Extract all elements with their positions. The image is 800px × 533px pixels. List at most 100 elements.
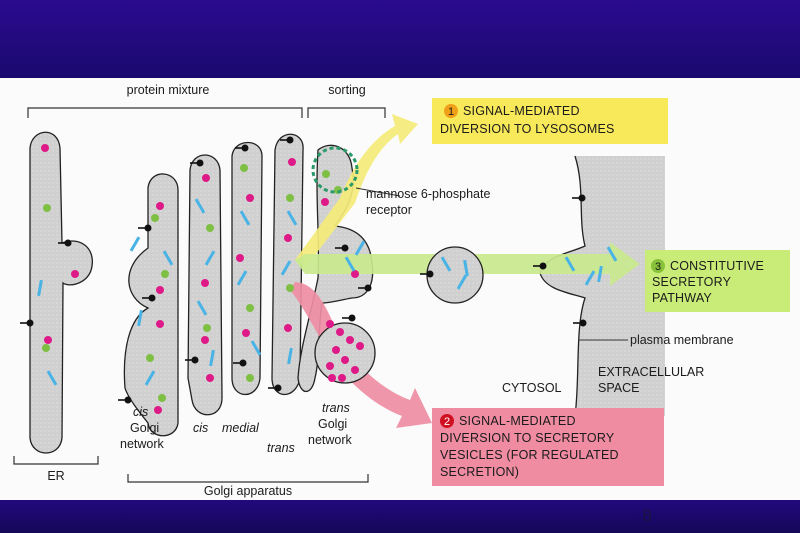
er-bracket [13,456,99,465]
magenta-cargo-dot [351,366,359,374]
protein-sorting-figure: protein mixture sorting mannose 6-phosph… [0,78,800,500]
magenta-cargo-dot [328,374,336,382]
cargo-rod [564,256,576,272]
cargo-rod [209,349,215,367]
pathway-2-line-1: SIGNAL-MEDIATED [459,414,576,428]
cargo-rod [250,340,262,356]
cargo-rod [286,210,298,226]
membrane-protein [539,262,547,270]
cargo-rod [584,270,596,286]
green-cargo-dot [42,344,50,352]
cargo-rod [456,274,468,290]
constitutive-vesicle [426,246,484,304]
magenta-cargo-dot [288,158,296,166]
green-cargo-dot [286,284,294,292]
cargo-rod [46,370,58,386]
receptor-coat [311,146,359,194]
cytosol-label: CYTOSOL [502,381,562,395]
membrane-protein [26,319,34,327]
pathway-3-number-badge [651,259,665,273]
er-cisterna [29,131,93,454]
magenta-cargo-dot [44,336,52,344]
membrane-protein [124,396,132,404]
cargo-rod [440,256,452,272]
cargo-rod [204,250,216,266]
magenta-cargo-dot [201,336,209,344]
secretory-vesicle [314,322,376,384]
extracellular-space [540,156,665,416]
plasma-membrane-label: plasma membrane [630,333,734,347]
magenta-cargo-dot [332,346,340,354]
green-cargo-dot [43,204,51,212]
cargo-rod [196,300,208,316]
title-band [0,0,800,78]
cis-label: cis [193,421,208,435]
cargo-rod [280,260,292,276]
cargo-rod [162,250,174,266]
membrane-protein [341,244,349,252]
green-cargo-dot [322,170,330,178]
membrane-protein [286,136,294,144]
pathway-2-number: 2 [444,416,450,428]
medial-cisterna [231,142,263,395]
magenta-cargo-dot [321,198,329,206]
pathway-2-line-3: VESICLES (FOR REGULATED [440,448,619,462]
membrane-protein [64,239,72,247]
magenta-cargo-dot [156,286,164,294]
green-cargo-dot [240,164,248,172]
sorting-bracket: sorting [307,83,386,118]
green-cargo-dot [158,394,166,402]
trans-golgi-label-3: network [308,433,353,447]
cargo-rod [236,270,248,286]
magenta-cargo-dot [202,174,210,182]
trans-label: trans [267,441,295,455]
protein-mixture-label: protein mixture [127,83,210,97]
pathway-2-line-4: SECRETION) [440,465,519,479]
cargo-rod [344,256,356,272]
sorting-label: sorting [328,83,366,97]
magenta-cargo-dot [246,194,254,202]
magenta-cargo-dot [284,234,292,242]
pathway-1-number: 1 [448,106,454,118]
membrane-protein [191,356,199,364]
green-cargo-dot [203,324,211,332]
magenta-cargo-dot [326,320,334,328]
cargo-rod [597,265,603,283]
magenta-cargo-dot [201,279,209,287]
magenta-cargo-dot [356,342,364,350]
golgi-apparatus-label: Golgi apparatus [204,484,292,498]
cargo-rod [194,198,206,214]
cargo-rod [354,240,366,256]
magenta-cargo-dot [41,144,49,152]
cargo-rod [287,347,293,365]
cis-golgi-label-3: network [120,437,165,451]
membrane-protein [578,194,586,202]
receptor-label-2: receptor [366,203,412,217]
protein-mixture-bracket: protein mixture [27,83,303,118]
magenta-cargo-dot [326,362,334,370]
green-cargo-dot [246,304,254,312]
medial-label: medial [222,421,260,435]
pathway-3-line-1: CONSTITUTIVE [670,259,764,273]
membrane-protein [196,159,204,167]
cargo-rod [606,246,618,262]
regulated-arrow [290,282,432,428]
magenta-cargo-dot [156,202,164,210]
green-cargo-dot [286,194,294,202]
magenta-cargo-dot [341,356,349,364]
cargo-rod [463,259,469,277]
extracellular-label-1: EXTRACELLULAR [598,365,704,379]
magenta-cargo-dot [284,324,292,332]
cargo-rod [137,309,143,327]
pathway-2-line-2: DIVERSION TO SECRETORY [440,431,615,445]
cis-golgi-label-1: cis [133,405,148,419]
pathway-1-line-1: SIGNAL-MEDIATED [463,104,580,118]
magenta-cargo-dot [71,270,79,278]
pathway-2-box: 2 SIGNAL-MEDIATED DIVERSION TO SECRETORY… [432,408,664,486]
cis-golgi-cisterna [123,173,179,437]
magenta-cargo-dot [351,270,359,278]
membrane-protein [144,224,152,232]
cargo-rod [144,370,156,386]
magenta-cargo-dot [336,328,344,336]
pathway-1-number-badge [444,104,458,118]
